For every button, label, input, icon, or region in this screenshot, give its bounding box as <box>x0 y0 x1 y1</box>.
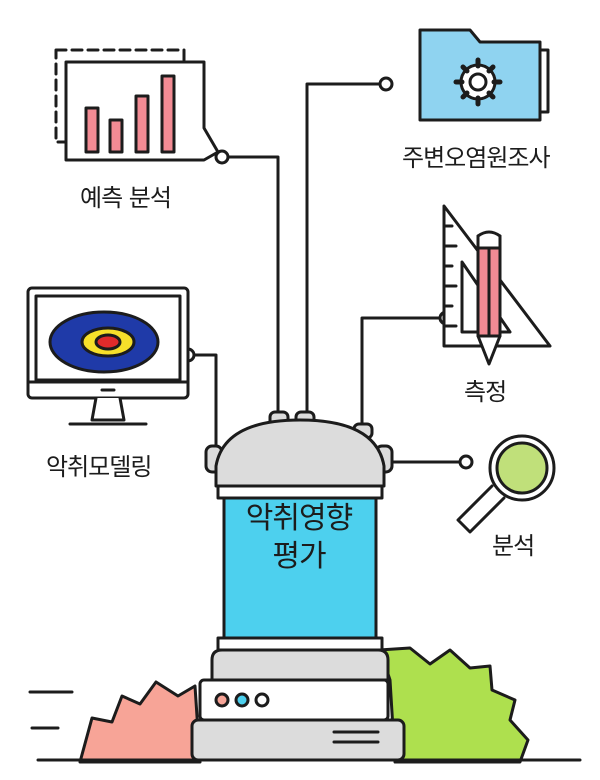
magnifier-icon <box>456 434 556 534</box>
salmon-gear-icon <box>78 680 202 764</box>
monitor-heatmap-icon <box>26 286 190 426</box>
survey-label: 주변오염원조사 <box>402 144 551 172</box>
predict-label: 예측 분석 <box>80 184 172 212</box>
model-label: 악취모델링 <box>46 453 152 481</box>
bar-chart-icon <box>54 48 220 162</box>
central-machine <box>190 410 406 762</box>
connector-lines <box>180 76 474 470</box>
measure-label: 측정 <box>464 378 507 406</box>
center-title-line2: 평가 <box>272 539 326 574</box>
ruler-pencil-icon <box>442 204 552 366</box>
folder-gear-icon <box>418 28 550 122</box>
green-gear-icon <box>378 646 530 764</box>
center-title: 악취영향 평가 <box>225 500 373 576</box>
analysis-label: 분석 <box>492 532 535 560</box>
center-title-line1: 악취영향 <box>245 501 353 536</box>
background-gears <box>78 646 530 764</box>
